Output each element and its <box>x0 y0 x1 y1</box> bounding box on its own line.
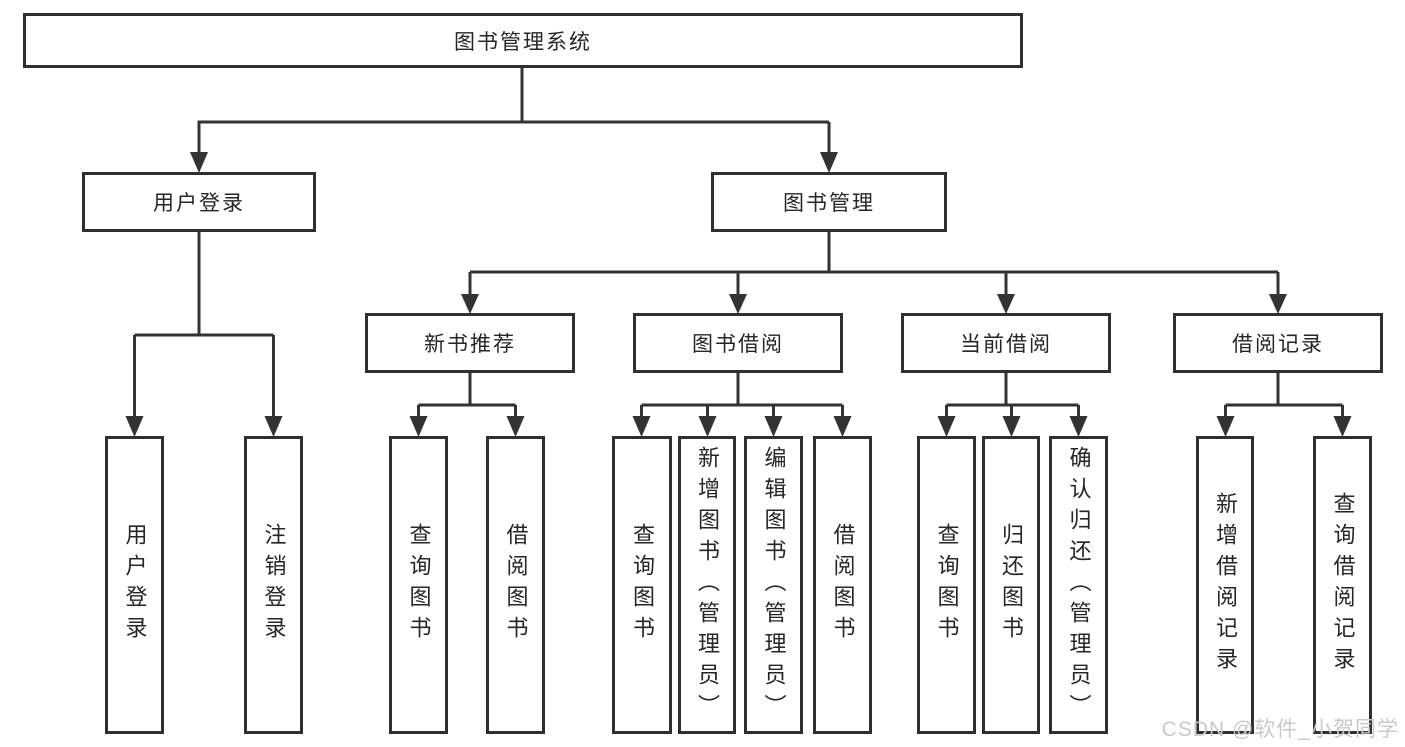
connector-bookmgmt-to-level3 <box>468 232 1280 296</box>
node-leaf-edit-books-admin-label: 编辑图书（管理员） <box>761 445 787 725</box>
node-borrowing-records: 借阅记录 <box>1173 313 1383 373</box>
arrowheads-currentborrow-leaves <box>937 416 1088 437</box>
node-leaf-query-books-current-label: 查询图书 <box>934 523 960 647</box>
node-user-login-branch-label: 用户登录 <box>153 192 245 215</box>
node-leaf-confirm-return-admin: 确认归还（管理员） <box>1049 436 1108 734</box>
connector-bookborrow-to-leaves <box>640 373 844 418</box>
node-leaf-query-books-borrowing-label: 查询图书 <box>630 523 655 647</box>
arrowheads-borrowrecord-leaves <box>1216 416 1352 437</box>
watermark-text: CSDN @软件_小贺同学 <box>1161 718 1399 741</box>
node-leaf-return-books: 归还图书 <box>982 436 1040 734</box>
node-leaf-add-borrow-record: 新增借阅记录 <box>1196 436 1254 734</box>
arrowheads-newbookrec-leaves <box>409 416 525 437</box>
node-leaf-add-books-admin-label: 新增图书（管理员） <box>695 445 720 725</box>
arrowheads-userlogin-leaves <box>125 416 283 437</box>
node-leaf-user-login: 用户登录 <box>105 436 164 734</box>
node-current-borrowing-label: 当前借阅 <box>960 333 1052 356</box>
node-new-book-recommendation: 新书推荐 <box>365 313 575 373</box>
node-leaf-query-books-borrowing: 查询图书 <box>612 436 672 734</box>
node-leaf-query-books-current: 查询图书 <box>917 436 976 734</box>
node-root-system-label: 图书管理系统 <box>454 30 592 54</box>
node-leaf-borrow-books-borrowing-label: 借阅图书 <box>830 523 856 647</box>
connector-currentborrow-to-leaves <box>945 373 1080 418</box>
node-root-system: 图书管理系统 <box>23 13 1023 68</box>
connector-borrowrecord-to-leaves <box>1224 373 1344 418</box>
node-leaf-query-borrow-record-label: 查询借阅记录 <box>1330 492 1356 678</box>
node-current-borrowing: 当前借阅 <box>901 313 1111 373</box>
node-leaf-add-books-admin: 新增图书（管理员） <box>678 436 736 734</box>
node-user-login-branch: 用户登录 <box>82 172 316 232</box>
node-leaf-query-borrow-record: 查询借阅记录 <box>1313 436 1372 734</box>
node-leaf-add-borrow-record-label: 新增借阅记录 <box>1213 492 1238 678</box>
node-leaf-query-books-recommend-label: 查询图书 <box>406 523 432 647</box>
node-book-management-branch-label: 图书管理 <box>783 192 875 215</box>
node-new-book-recommendation-label: 新书推荐 <box>424 333 516 356</box>
node-leaf-user-login-label: 用户登录 <box>122 523 148 647</box>
node-leaf-borrow-books-recommend-label: 借阅图书 <box>503 523 529 647</box>
node-borrowing-records-label: 借阅记录 <box>1232 333 1324 356</box>
node-leaf-confirm-return-admin-label: 确认归还（管理员） <box>1066 445 1092 725</box>
connector-newbookrec-to-leaves <box>417 373 517 418</box>
node-leaf-query-books-recommend: 查询图书 <box>389 436 448 734</box>
node-leaf-edit-books-admin: 编辑图书（管理员） <box>744 436 803 734</box>
node-leaf-borrow-books-borrowing: 借阅图书 <box>813 436 872 734</box>
arrowheads-bookborrow-leaves <box>632 416 852 437</box>
node-book-management-branch: 图书管理 <box>711 172 947 232</box>
connector-userlogin-to-leaves <box>133 232 275 418</box>
node-leaf-borrow-books-recommend: 借阅图书 <box>486 436 545 734</box>
node-leaf-logout-label: 注销登录 <box>261 523 287 647</box>
arrowheads-level3 <box>461 294 1287 314</box>
node-leaf-return-books-label: 归还图书 <box>999 523 1024 647</box>
node-book-borrowing: 图书借阅 <box>633 313 843 373</box>
node-leaf-logout: 注销登录 <box>244 436 303 734</box>
node-book-borrowing-label: 图书借阅 <box>692 333 784 356</box>
arrowheads-level2 <box>190 152 838 173</box>
connector-root-to-level2 <box>197 68 831 154</box>
